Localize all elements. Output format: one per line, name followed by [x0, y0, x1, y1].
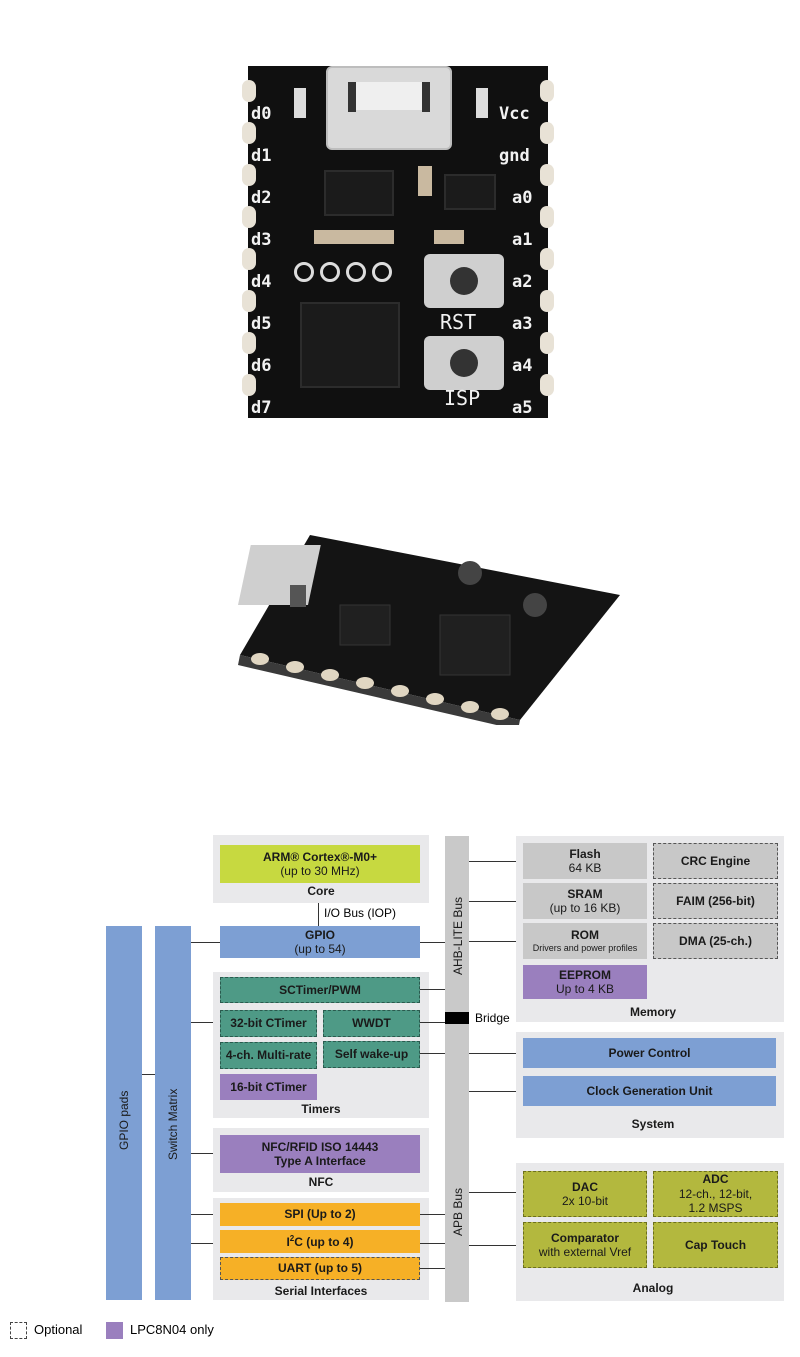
left-pin-pad	[242, 248, 256, 270]
right-pin-pad	[540, 290, 554, 312]
left-pin-pad	[242, 290, 256, 312]
gpio-pads-bar	[106, 926, 142, 1300]
sram-block: SRAM(up to 16 KB)	[523, 883, 647, 919]
right-pin-pad	[540, 374, 554, 396]
legend-lpc-label: LPC8N04 only	[130, 1322, 214, 1337]
rst-label: RST	[440, 310, 477, 334]
right-pin-pad	[540, 122, 554, 144]
core-title: Core	[307, 884, 335, 898]
ctimer32-block: 32-bit CTimer	[220, 1010, 317, 1037]
clock-generation-block: Clock Generation Unit	[523, 1076, 776, 1106]
ctimer16-block: 16-bit CTimer	[220, 1074, 317, 1100]
isp-label: ISP	[444, 386, 481, 410]
wakeup-block: Self wake-up	[323, 1041, 420, 1068]
isp-button	[424, 336, 504, 390]
rst-button	[424, 254, 504, 308]
left-pin-label-d0: d0	[251, 104, 272, 124]
uart-block: UART (up to 5)	[220, 1257, 420, 1280]
left-pin-pad	[242, 80, 256, 102]
ahb-bus-label: AHB-LITE Bus	[451, 896, 465, 975]
right-pin-pad	[540, 332, 554, 354]
gpio-pads-label: GPIO pads	[117, 1090, 131, 1150]
nfc-block: NFC/RFID ISO 14443 Type A Interface	[220, 1135, 420, 1173]
cap-touch-block: Cap Touch	[653, 1222, 778, 1268]
usb-connector	[326, 66, 452, 150]
dma-block: DMA (25-ch.)	[653, 923, 778, 959]
right-pin-pad	[540, 248, 554, 270]
serial-title: Serial Interfaces	[274, 1284, 368, 1298]
right-pin-pad	[540, 206, 554, 228]
right-pin-label-a0: a0	[512, 188, 533, 208]
spi-block: SPI (Up to 2)	[220, 1203, 420, 1226]
legend-optional-label: Optional	[34, 1322, 83, 1337]
left-pin-label-d6: d6	[251, 356, 272, 376]
iop-label: I/O Bus (IOP)	[324, 906, 397, 920]
i2c-block: I2C (up to 4)	[220, 1230, 420, 1253]
left-pin-pad	[242, 332, 256, 354]
legend-lpc-swatch	[106, 1322, 123, 1339]
right-pin-pad	[540, 164, 554, 186]
left-pin-label-d4: d4	[251, 272, 272, 292]
left-pin-label-d7: d7	[251, 398, 272, 418]
left-pin-label-d5: d5	[251, 314, 272, 334]
wwdt-block: WWDT	[323, 1010, 420, 1037]
left-pin-label-d2: d2	[251, 188, 272, 208]
left-pin-pad	[242, 206, 256, 228]
left-pin-pad	[242, 374, 256, 396]
left-pin-label-d1: d1	[251, 146, 272, 166]
legend-optional-swatch	[10, 1322, 27, 1339]
header-holes	[294, 262, 394, 282]
memory-title: Memory	[629, 1005, 676, 1019]
system-title: System	[631, 1117, 675, 1131]
left-pin-label-d3: d3	[251, 230, 272, 250]
right-pin-label-a3: a3	[512, 314, 533, 334]
right-pin-label-gnd: gnd	[499, 146, 530, 166]
gpio-block: GPIO (up to 54)	[220, 926, 420, 958]
power-control-block: Power Control	[523, 1038, 776, 1068]
board-top-view: RST ISP	[242, 66, 554, 418]
multirate-block: 4-ch. Multi-rate	[220, 1042, 317, 1069]
right-pin-label-a2: a2	[512, 272, 533, 292]
usb-bridge-chip	[324, 170, 394, 216]
nfc-title: NFC	[308, 1175, 334, 1189]
apb-bus-label: APB Bus	[451, 1187, 465, 1236]
apb-bus	[445, 1024, 469, 1302]
left-pin-pad	[242, 122, 256, 144]
faim-block: FAIM (256-bit)	[653, 883, 778, 919]
mcu-chip	[300, 302, 400, 388]
right-pin-label-a5: a5	[512, 398, 533, 418]
right-pin-label-a1: a1	[512, 230, 533, 250]
bridge-block	[445, 1012, 469, 1024]
right-pin-label-Vcc: Vcc	[499, 104, 530, 124]
analog-title: Analog	[632, 1281, 674, 1295]
board-perspective-view	[237, 535, 620, 725]
crc-block: CRC Engine	[653, 843, 778, 879]
sctimer-block: SCTimer/PWM	[220, 977, 420, 1003]
ahb-bus	[445, 836, 469, 1012]
cpu-block: ARM® Cortex®-M0+ (up to 30 MHz)	[220, 845, 420, 883]
bridge-label: Bridge	[475, 1011, 510, 1025]
right-pin-label-a4: a4	[512, 356, 533, 376]
switch-matrix-bar	[155, 926, 191, 1300]
switch-matrix-label: Switch Matrix	[166, 1088, 180, 1160]
right-pin-pad	[540, 80, 554, 102]
left-pin-pad	[242, 164, 256, 186]
timers-title: Timers	[301, 1102, 341, 1116]
regulator-chip	[444, 174, 496, 210]
